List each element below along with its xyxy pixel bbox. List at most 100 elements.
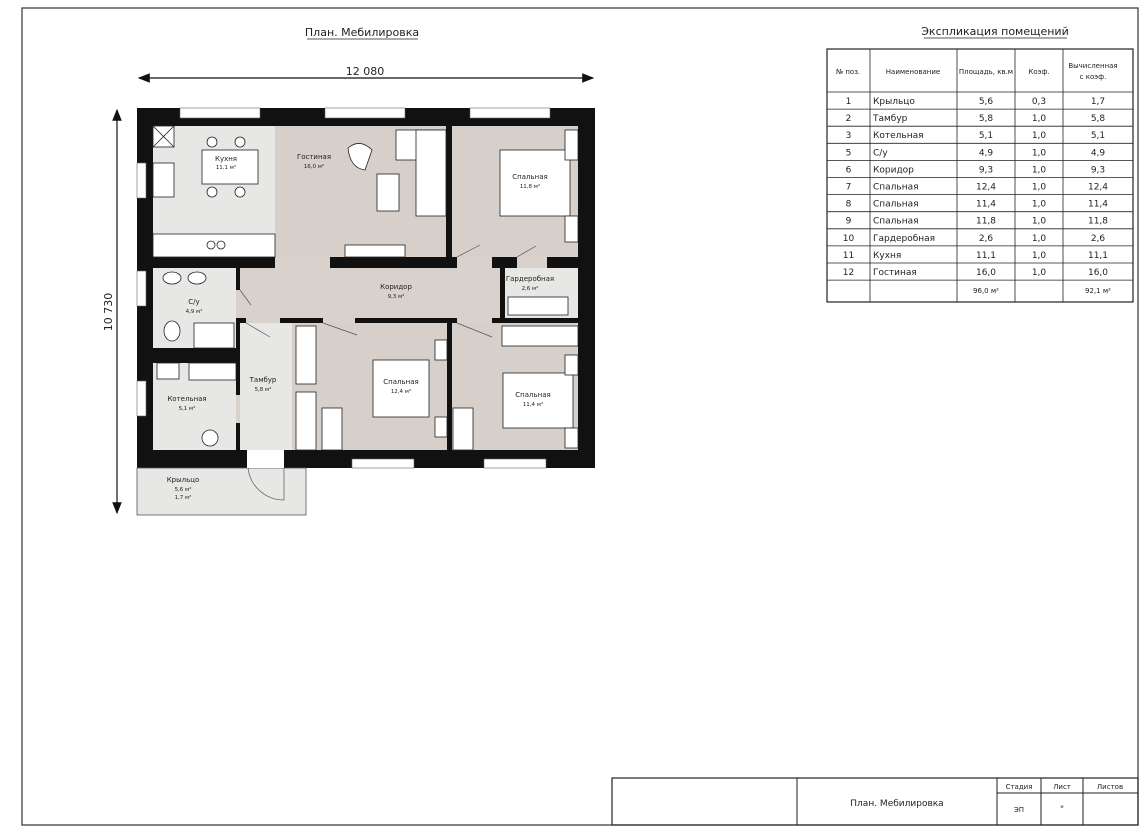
svg-text:Гостиная: Гостиная — [297, 153, 331, 161]
table-cell: Гардеробная — [873, 234, 935, 244]
windows — [136, 107, 551, 469]
svg-text:ЭП: ЭП — [1014, 806, 1024, 814]
table-cell: С/у — [873, 148, 888, 158]
table-row: 3 Котельная 5,1 1,0 5,1 — [846, 131, 1106, 141]
svg-text:Наименование: Наименование — [886, 68, 940, 76]
table-cell: 11,8 — [976, 217, 996, 227]
table-cell: 5,1 — [1091, 131, 1105, 141]
table-cell: Спальная — [873, 217, 919, 227]
explication-title: Экспликация помещений — [921, 25, 1069, 38]
svg-text:Тамбур: Тамбур — [249, 376, 277, 384]
table-cell: 9,3 — [1091, 165, 1105, 175]
room-porch — [136, 467, 307, 516]
table-row: 11 Кухня 11,1 1,0 11,1 — [843, 251, 1108, 261]
table-cell: 5,8 — [1091, 114, 1106, 124]
svg-text:2,6 м²: 2,6 м² — [522, 285, 539, 292]
table-cell: 4,9 — [1091, 148, 1106, 158]
svg-text:Площадь, кв.м: Площадь, кв.м — [959, 68, 1013, 76]
svg-text:Котельная: Котельная — [167, 395, 206, 403]
table-cell: 1,0 — [1032, 217, 1047, 227]
table-cell: 10 — [843, 234, 855, 244]
svg-text:Спальная: Спальная — [512, 173, 547, 181]
table-cell: 16,0 — [1088, 268, 1108, 278]
svg-text:Спальная: Спальная — [383, 378, 418, 386]
svg-text:Коридор: Коридор — [380, 283, 412, 291]
table-cell: 3 — [846, 131, 852, 141]
svg-text:Кухня: Кухня — [215, 155, 237, 163]
table-cell: 2,6 — [979, 234, 994, 244]
svg-text:5,1 м²: 5,1 м² — [179, 405, 196, 412]
table-cell: 1,0 — [1032, 268, 1047, 278]
svg-text:Спальная: Спальная — [515, 391, 550, 399]
table-cell: 0,3 — [1032, 97, 1046, 107]
svg-text:11,1 м²: 11,1 м² — [216, 164, 236, 171]
svg-text:С/у: С/у — [188, 298, 199, 306]
svg-text:11,8 м²: 11,8 м² — [520, 183, 540, 190]
table-cell: 9,3 — [979, 165, 993, 175]
table-cell: 11,1 — [1088, 251, 1108, 261]
svg-text:12 080: 12 080 — [346, 65, 385, 78]
table-cell: 7 — [846, 183, 852, 193]
table-row: 10 Гардеробная 2,6 1,0 2,6 — [843, 234, 1106, 244]
table-cell: 5,6 — [979, 97, 994, 107]
table-cell: Котельная — [873, 131, 924, 141]
sheet-frame — [21, 7, 1139, 826]
svg-text:12,4 м²: 12,4 м² — [391, 388, 411, 395]
table-cell: 4,9 — [979, 148, 994, 158]
svg-text:1,7 м²: 1,7 м² — [175, 494, 192, 501]
svg-text:10 730: 10 730 — [102, 293, 115, 332]
svg-text:Листов: Листов — [1097, 783, 1123, 791]
title-block — [611, 777, 1139, 826]
floor-plan: Кухня 11,1 м² Гостиная 16,0 м² Спальная … — [136, 107, 595, 516]
table-cell: 12,4 — [976, 183, 996, 193]
table-cell: 12,4 — [1088, 183, 1108, 193]
explication-table: № поз. Наименование Площадь, кв.м Коэф. … — [826, 48, 1134, 303]
table-cell: 11,4 — [1088, 200, 1108, 210]
svg-text:Лист: Лист — [1053, 783, 1071, 791]
total-area: 96,0 м² — [973, 287, 999, 295]
room-corridor — [240, 268, 500, 318]
table-cell: 16,0 — [976, 268, 996, 278]
table-cell: Кухня — [873, 251, 901, 261]
furniture — [152, 125, 579, 451]
table-cell: 1 — [846, 97, 852, 107]
table-row: 12 Гостиная 16,0 1,0 16,0 — [843, 268, 1109, 278]
table-cell: 8 — [846, 200, 852, 210]
svg-text:Гардеробная: Гардеробная — [506, 275, 554, 283]
table-cell: 5,1 — [979, 131, 993, 141]
svg-text:5,8 м²: 5,8 м² — [255, 386, 272, 393]
table-cell: 11,4 — [976, 200, 996, 210]
table-cell: 9 — [846, 217, 852, 227]
table-cell: Гостиная — [873, 268, 917, 278]
total-calc: 92,1 м² — [1085, 287, 1111, 295]
table-cell: Спальная — [873, 200, 919, 210]
svg-text:Стадия: Стадия — [1006, 783, 1033, 791]
table-cell: Спальная — [873, 183, 919, 193]
table-cell: Коридор — [873, 165, 914, 175]
svg-text:Вычисленная: Вычисленная — [1068, 62, 1117, 70]
table-cell: 1,0 — [1032, 251, 1047, 261]
table-cell: 11,1 — [976, 251, 996, 261]
svg-text:5,6 м²: 5,6 м² — [175, 486, 192, 493]
room-tambur — [240, 323, 292, 450]
table-cell: Тамбур — [872, 114, 908, 124]
table-row: 5 С/у 4,9 1,0 4,9 — [846, 148, 1106, 158]
table-cell: 2,6 — [1091, 234, 1106, 244]
table-cell: 12 — [843, 268, 854, 278]
svg-text:11,4 м²: 11,4 м² — [523, 401, 543, 408]
table-cell: 1,0 — [1032, 148, 1047, 158]
table-cell: 1,0 — [1032, 131, 1047, 141]
table-cell: 1,0 — [1032, 114, 1047, 124]
svg-text:Крыльцо: Крыльцо — [167, 476, 200, 484]
table-cell: 1,0 — [1032, 234, 1047, 244]
table-cell: 11 — [843, 251, 854, 261]
dimension-width: 12 080 — [137, 65, 595, 83]
table-cell: 5 — [846, 148, 852, 158]
table-cell: 2 — [846, 114, 852, 124]
svg-text:с коэф.: с коэф. — [1080, 73, 1107, 81]
